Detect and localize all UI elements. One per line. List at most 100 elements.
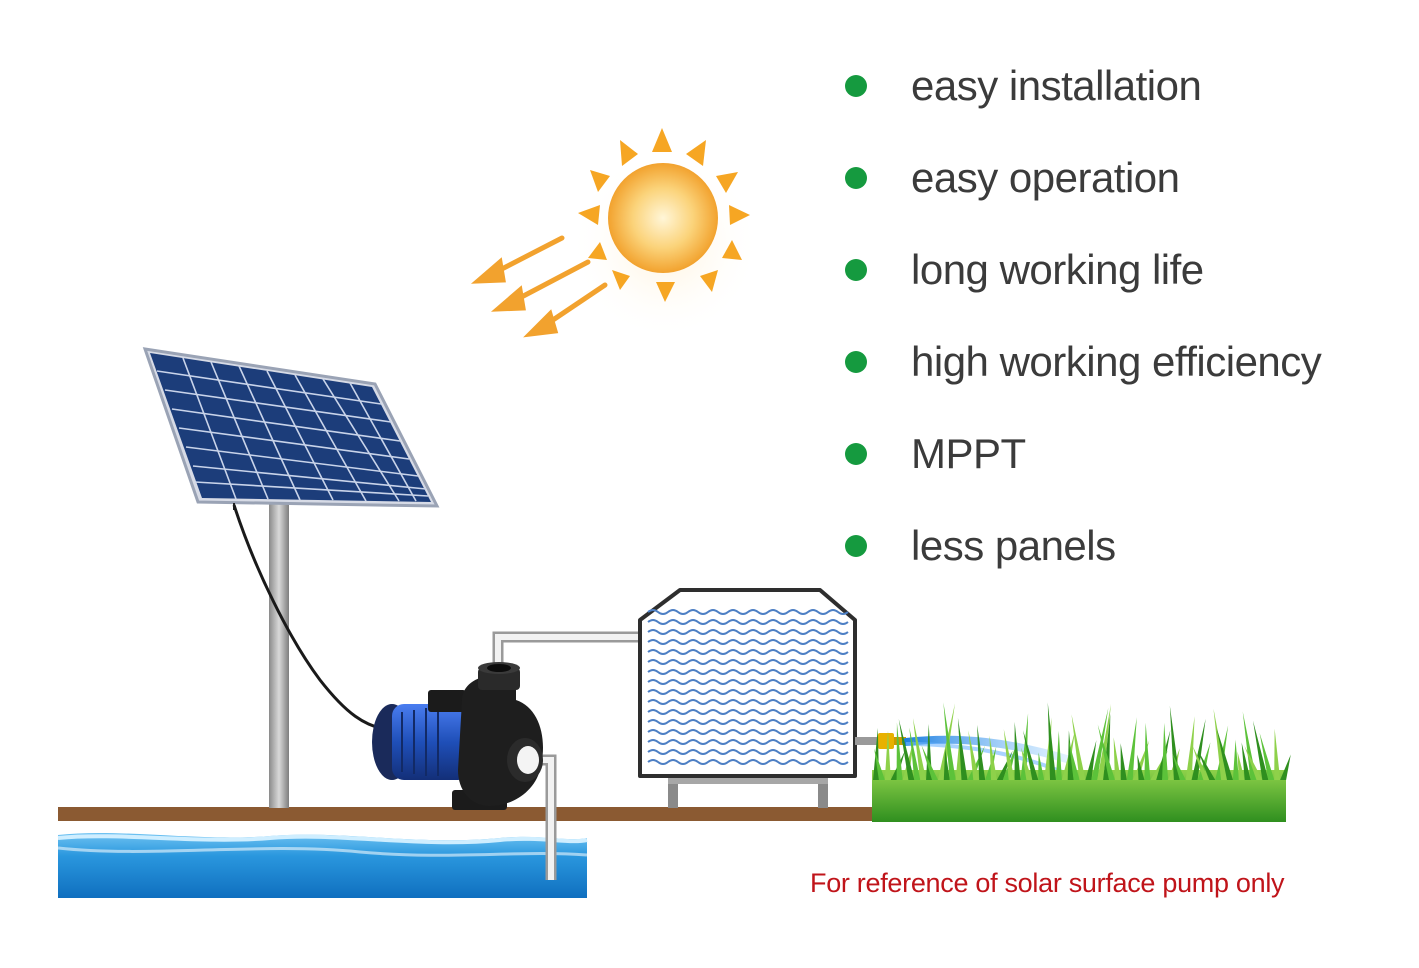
grass-blade — [1280, 754, 1291, 780]
tank-wave — [647, 709, 849, 715]
tank-wave — [647, 699, 849, 705]
grass-blade — [1232, 739, 1239, 780]
grass-blade — [937, 703, 955, 780]
grass-blade — [884, 730, 891, 780]
grass-blade — [1169, 705, 1180, 780]
grass-blade — [912, 718, 927, 780]
grass-blade — [1003, 729, 1015, 780]
panel-pole — [269, 503, 289, 808]
water-source-icon — [57, 832, 588, 898]
tank-wave — [647, 739, 849, 745]
tank-wave — [647, 689, 849, 695]
grass-blade — [1197, 750, 1216, 780]
feature-label: high working efficiency — [911, 338, 1322, 385]
sun-icon — [470, 128, 760, 340]
grass-blade — [1162, 722, 1169, 780]
grass-blade — [1097, 704, 1112, 780]
valve-icon — [855, 733, 906, 749]
feature-item: MPPT — [845, 408, 1321, 500]
grass-blade — [957, 718, 968, 780]
grass-blade — [1023, 730, 1039, 780]
solar-panel-icon — [142, 347, 440, 510]
tank-wave — [647, 629, 849, 635]
grass-blade — [1014, 721, 1021, 780]
grass-blade — [1038, 752, 1045, 780]
grass-blade — [1252, 720, 1269, 780]
grass-blade — [968, 730, 980, 780]
ground-line — [58, 807, 873, 821]
grass-blade — [874, 748, 885, 780]
grass-blade — [1215, 725, 1229, 780]
feature-label: easy installation — [911, 62, 1202, 109]
feature-label: long working life — [911, 246, 1204, 293]
reference-note: For reference of solar surface pump only — [810, 868, 1285, 898]
bullet-icon — [845, 167, 867, 189]
tank-wave — [647, 609, 849, 615]
grass-blade — [1237, 751, 1245, 780]
tank-wave — [647, 719, 849, 725]
grass-blade — [967, 745, 985, 780]
grass-blade — [1097, 724, 1115, 780]
feature-item: long working life — [845, 224, 1321, 316]
grass-blade — [943, 748, 950, 780]
grass-blade — [1071, 714, 1086, 780]
grass-blade — [1055, 730, 1062, 780]
bullet-icon — [845, 351, 867, 373]
grass-blade — [921, 745, 938, 780]
tank-wave — [647, 669, 849, 675]
grass-blade — [909, 727, 921, 780]
tank-wave — [647, 729, 849, 735]
grass-blade — [1120, 743, 1127, 780]
bullet-icon — [845, 75, 867, 97]
water-tank-icon — [638, 588, 857, 808]
grass-blade — [1002, 741, 1018, 780]
feature-item: easy installation — [845, 40, 1321, 132]
grass-blade — [1137, 754, 1145, 780]
bullet-icon — [845, 535, 867, 557]
feature-label: easy operation — [911, 154, 1180, 201]
feature-item: high working efficiency — [845, 316, 1322, 408]
grass-blade — [989, 735, 997, 780]
tank-wave — [647, 639, 849, 645]
feature-list: easy installation easy operation long wo… — [845, 40, 1322, 592]
feature-label: less panels — [911, 522, 1116, 569]
bullet-icon — [845, 259, 867, 281]
feature-item: less panels — [845, 500, 1321, 592]
tank-wave — [647, 659, 849, 665]
grass-blade — [1216, 727, 1233, 780]
outlet-pipe — [492, 631, 642, 675]
feature-item: easy operation — [845, 132, 1321, 224]
grass-blade — [1144, 722, 1151, 780]
grass-blade — [1113, 737, 1121, 780]
tank-wave — [647, 679, 849, 685]
grass-blade — [898, 718, 915, 780]
grass-blade — [1274, 728, 1281, 780]
grass-blade — [977, 724, 986, 780]
grass-blade — [1192, 745, 1210, 780]
grass-blade — [1091, 707, 1109, 780]
grass-field-icon — [872, 702, 1291, 822]
grass-blade — [1085, 740, 1097, 780]
grass-blade — [1047, 702, 1056, 780]
grass-blade — [1191, 718, 1206, 780]
bullet-icon — [845, 443, 867, 465]
grass-blade — [1242, 711, 1257, 780]
tank-wave — [647, 749, 849, 755]
grass-blade — [1172, 753, 1186, 780]
grass-blade — [943, 702, 956, 780]
grass-blade — [1068, 740, 1080, 780]
feature-label: MPPT — [911, 430, 1026, 477]
power-cable — [232, 504, 393, 732]
grass-blade — [1126, 717, 1137, 780]
grass-blade — [896, 722, 903, 780]
grass-blade — [1185, 716, 1195, 780]
tank-wave — [647, 649, 849, 655]
grass-blade — [1259, 732, 1275, 780]
water-pump-icon — [372, 662, 543, 810]
grass-blade — [1241, 742, 1251, 780]
grass-blade — [1021, 747, 1033, 780]
tank-wave — [647, 759, 849, 765]
tank-wave — [647, 619, 849, 625]
grass-blade — [1244, 745, 1263, 780]
